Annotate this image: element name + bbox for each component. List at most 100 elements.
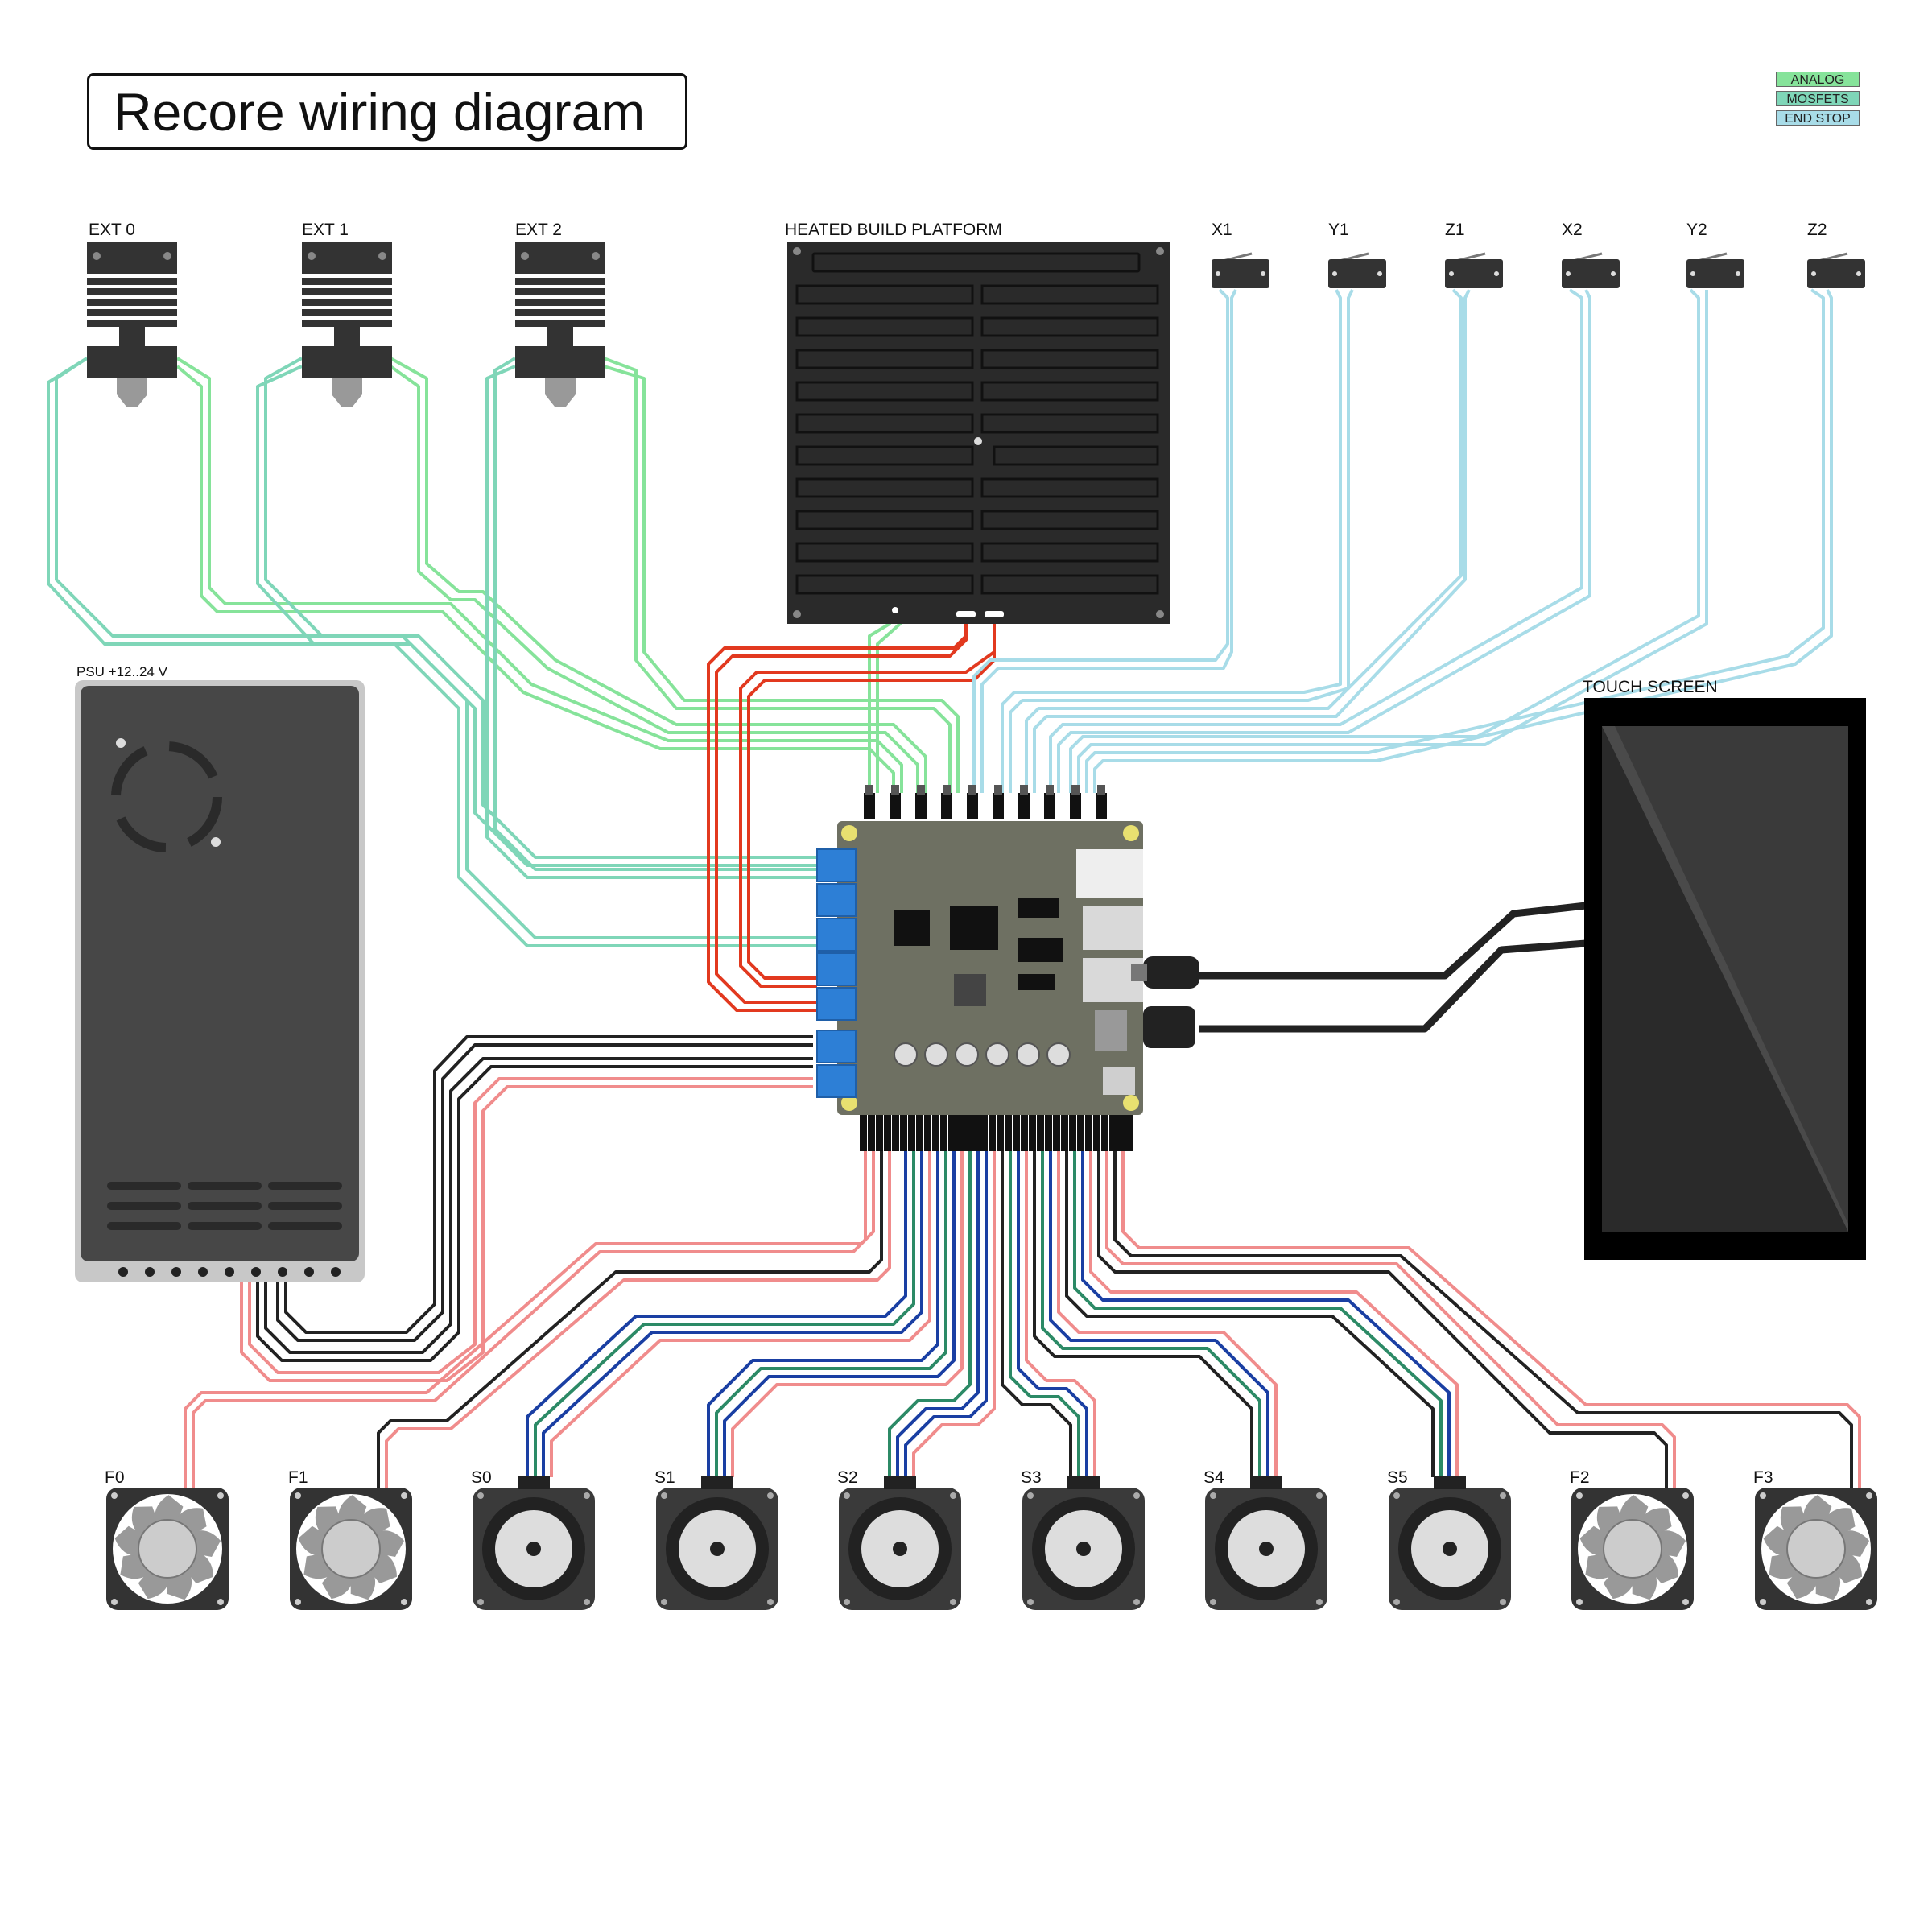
header-connector xyxy=(1018,793,1030,819)
psu-label: PSU +12..24 V xyxy=(76,664,168,679)
motor-connector xyxy=(989,1115,996,1151)
touch-cables xyxy=(1199,902,1587,1033)
stepper-s4 xyxy=(1205,1476,1327,1610)
motor-connector xyxy=(1085,1115,1092,1151)
device-label: S2 xyxy=(837,1468,858,1487)
psu-terminal xyxy=(304,1267,314,1277)
endstop-label: Z1 xyxy=(1445,221,1465,239)
endstop-label: Y2 xyxy=(1686,221,1707,239)
ext2-label: EXT 2 xyxy=(515,221,562,239)
stepper-s5 xyxy=(1389,1476,1511,1610)
psu-terminal xyxy=(171,1267,181,1277)
psu: PSU +12..24 V xyxy=(75,664,365,1282)
stepper-s2 xyxy=(839,1476,961,1610)
endstop-label: Z2 xyxy=(1807,221,1827,239)
stepper-s3 xyxy=(1022,1476,1145,1610)
endstop-z2 xyxy=(1807,252,1865,288)
touch-screen: TOUCH SCREEN xyxy=(1583,678,1866,1260)
usb-cable-plug-top xyxy=(1143,956,1199,989)
motor-connector xyxy=(1069,1115,1076,1151)
header-connector xyxy=(993,793,1004,819)
motor-connector xyxy=(1029,1115,1036,1151)
motor-connector xyxy=(972,1115,980,1151)
header-connector xyxy=(941,793,952,819)
usb-cable-plug-bottom xyxy=(1143,1006,1195,1048)
motor-connector xyxy=(932,1115,939,1151)
motor-connector xyxy=(916,1115,923,1151)
motor-connector xyxy=(892,1115,899,1151)
motor-connector xyxy=(1037,1115,1044,1151)
stepper-s1 xyxy=(656,1476,778,1610)
device-label: S4 xyxy=(1203,1468,1224,1487)
motor-connector xyxy=(876,1115,883,1151)
ext1-label: EXT 1 xyxy=(302,221,349,239)
fan-f2 xyxy=(1571,1488,1694,1610)
motor-connector xyxy=(940,1115,947,1151)
motor-connector xyxy=(908,1115,915,1151)
endstop-label: Y1 xyxy=(1328,221,1349,239)
endstop-label: X1 xyxy=(1212,221,1232,239)
motor-connector xyxy=(1045,1115,1052,1151)
legend-analog: ANALOG xyxy=(1776,72,1860,87)
motor-connector xyxy=(1101,1115,1108,1151)
fan-f0 xyxy=(106,1488,229,1610)
motor-connector xyxy=(1061,1115,1068,1151)
fan-f3 xyxy=(1755,1488,1877,1610)
endstop-label: X2 xyxy=(1562,221,1583,239)
motor-connector xyxy=(884,1115,891,1151)
endstop-y2 xyxy=(1686,252,1744,288)
motor-connector xyxy=(997,1115,1004,1151)
header-connector xyxy=(1070,793,1081,819)
header-connector xyxy=(1044,793,1055,819)
psu-terminal xyxy=(251,1267,261,1277)
device-label: F3 xyxy=(1753,1468,1773,1487)
stepper-s0 xyxy=(473,1476,595,1610)
psu-terminal xyxy=(225,1267,234,1277)
extruder-1 xyxy=(302,242,392,407)
endstop-x1 xyxy=(1212,252,1269,288)
psu-terminal xyxy=(198,1267,208,1277)
bottom-wires xyxy=(184,1151,1861,1489)
motor-connector xyxy=(1005,1115,1012,1151)
motor-connector xyxy=(980,1115,988,1151)
header-connector xyxy=(967,793,978,819)
motor-connector xyxy=(1077,1115,1084,1151)
page-title: Recore wiring diagram xyxy=(87,73,687,150)
motor-connector xyxy=(948,1115,956,1151)
endstop-z1 xyxy=(1445,252,1503,288)
motor-connector xyxy=(964,1115,972,1151)
screw-terminals xyxy=(816,848,857,1098)
header-connector xyxy=(890,793,901,819)
motor-connector xyxy=(900,1115,907,1151)
motor-connector xyxy=(1125,1115,1133,1151)
header-connector xyxy=(1096,793,1107,819)
header-connector xyxy=(915,793,927,819)
device-label: S5 xyxy=(1387,1468,1408,1487)
header-connector xyxy=(864,793,875,819)
endstop-x2 xyxy=(1562,252,1620,288)
motor-connector xyxy=(1117,1115,1125,1151)
legend-endstop: END STOP xyxy=(1776,110,1860,126)
motor-connector xyxy=(1021,1115,1028,1151)
psu-wires xyxy=(240,1035,813,1382)
psu-terminal xyxy=(145,1267,155,1277)
motor-connector xyxy=(860,1115,867,1151)
motor-connector xyxy=(1013,1115,1020,1151)
motor-connector xyxy=(956,1115,964,1151)
legend-mosfets: MOSFETS xyxy=(1776,91,1860,106)
device-label: F2 xyxy=(1570,1468,1590,1487)
motor-connector xyxy=(1093,1115,1100,1151)
fan-grille-icon xyxy=(111,741,222,852)
ext1-wires xyxy=(256,357,927,867)
extruder-2 xyxy=(515,242,605,407)
touch-label: TOUCH SCREEN xyxy=(1583,678,1718,696)
device-label: S3 xyxy=(1021,1468,1042,1487)
recore-board xyxy=(816,785,1199,1151)
bed-label: HEATED BUILD PLATFORM xyxy=(785,221,1002,239)
motor-connector xyxy=(868,1115,875,1151)
motor-connector xyxy=(1109,1115,1117,1151)
endstop-wires xyxy=(972,288,1833,793)
extruder-0 xyxy=(87,242,177,407)
bed-power-wires xyxy=(707,616,996,1012)
